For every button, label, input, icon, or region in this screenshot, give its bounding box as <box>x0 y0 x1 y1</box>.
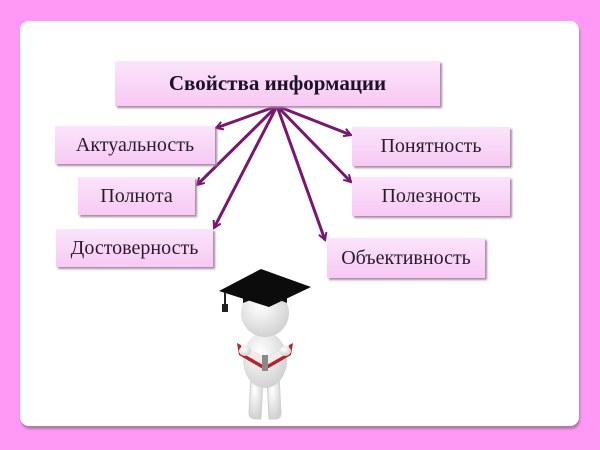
arrow-to-ponyatnost <box>276 104 351 135</box>
box-ponyatnost: Понятность <box>352 127 510 166</box>
title-box: Свойства информации <box>115 61 440 106</box>
box-aktualnost: Актуальность <box>55 126 215 164</box>
arrow-to-dostovernost <box>214 105 279 228</box>
box-obektivnost: Объективность <box>327 238 485 278</box>
arrow-to-polnota <box>197 104 279 185</box>
student-illustration-icon <box>219 269 311 420</box>
item-label: Полнота <box>100 184 173 207</box>
item-label: Объективность <box>341 246 471 269</box>
box-poleznost: Полезность <box>352 177 510 216</box>
item-label: Актуальность <box>75 133 195 156</box>
box-dostovernost: Достоверность <box>56 229 213 267</box>
title-text: Свойства информации <box>168 71 387 95</box>
arrow-to-poleznost <box>275 104 351 182</box>
box-polnota: Полнота <box>78 177 195 215</box>
arrow-to-obektivnost <box>275 105 325 240</box>
item-label: Понятность <box>380 135 482 157</box>
item-label: Достоверность <box>70 236 199 259</box>
item-label: Полезность <box>381 185 481 207</box>
arrow-to-aktualnost <box>216 104 278 128</box>
